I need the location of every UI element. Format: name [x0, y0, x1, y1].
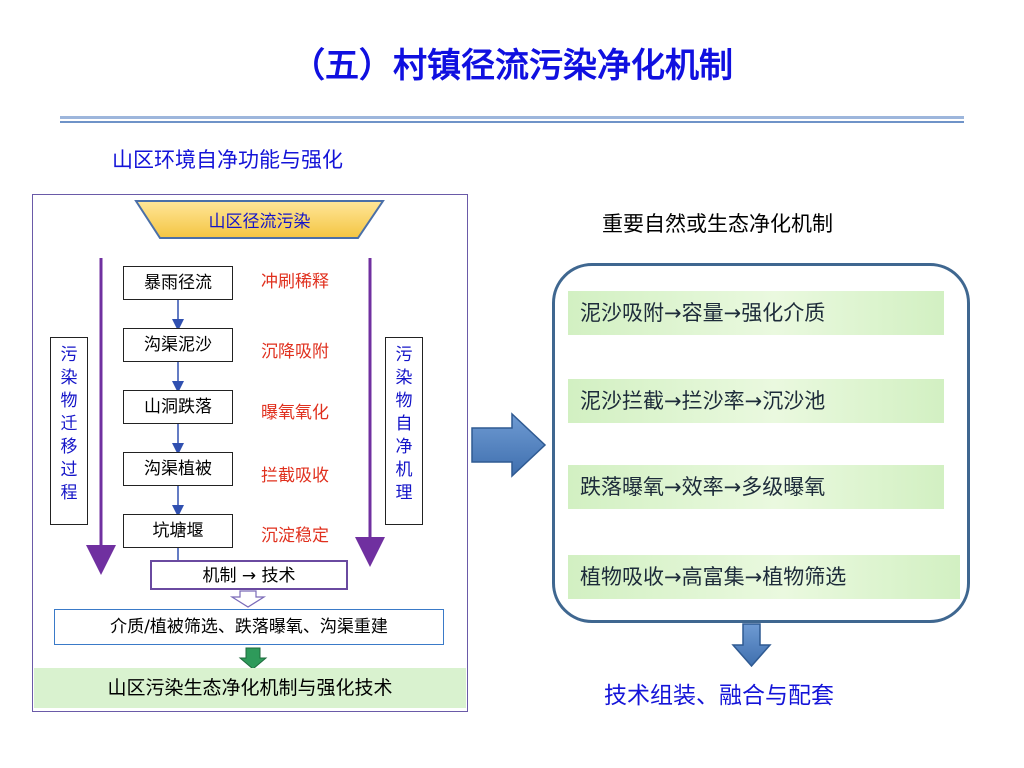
self-purification-label: 污染物 自净机 理	[385, 337, 423, 525]
page-title: （五）村镇径流污染净化机制	[291, 46, 733, 86]
right-down-arrow	[731, 623, 772, 668]
big-right-arrow	[471, 412, 547, 478]
hollow-down-arrow	[229, 590, 267, 608]
runoff-pollution-label: 山区径流污染	[208, 212, 311, 232]
step-rainstorm-runoff: 暴雨径流	[123, 266, 233, 300]
process-intercept-absorb: 拦截吸收	[261, 466, 329, 486]
step-ditch-vegetation: 沟渠植被	[123, 452, 233, 486]
pollutant-migration-label: 污染物 迁移过 程	[50, 337, 88, 525]
mechanism-item-drop-aeration: 跌落曝氧→效率→多级曝氧	[568, 465, 944, 509]
right-panel-title: 重要自然或生态净化机制	[602, 212, 833, 236]
mechanism-item-plant-uptake: 植物吸收→高富集→植物筛选	[568, 555, 960, 599]
right-panel-frame	[552, 263, 970, 623]
process-settle-adsorb: 沉降吸附	[261, 342, 329, 362]
title-divider-lower	[60, 121, 964, 123]
mechanism-to-technology-box: 机制 → 技术	[150, 560, 348, 590]
technology-assembly-label: 技术组装、融合与配套	[604, 683, 834, 709]
left-panel	[32, 194, 468, 712]
process-precipitate-stabilize: 沉淀稳定	[261, 526, 329, 546]
process-flush-dilute: 冲刷稀释	[261, 272, 329, 292]
title-divider	[60, 116, 964, 119]
medium-vegetation-box: 介质/植被筛选、跌落曝氧、沟渠重建	[54, 609, 444, 645]
step-cave-drop: 山洞跌落	[123, 390, 233, 424]
process-aerate-oxidize: 曝氧氧化	[261, 403, 329, 423]
mechanism-item-sediment-interception: 泥沙拦截→拦沙率→沉沙池	[568, 379, 944, 423]
runoff-funnel-shape	[134, 200, 385, 239]
green-down-arrow	[238, 647, 268, 670]
left-subtitle: 山区环境自净功能与强化	[112, 148, 343, 172]
bottom-summary-band: 山区污染生态净化机制与强化技术	[34, 668, 466, 708]
mechanism-item-sediment-adsorption: 泥沙吸附→容量→强化介质	[568, 291, 944, 335]
step-pond-weir: 坑塘堰	[123, 514, 233, 548]
step-ditch-sediment: 沟渠泥沙	[123, 328, 233, 362]
